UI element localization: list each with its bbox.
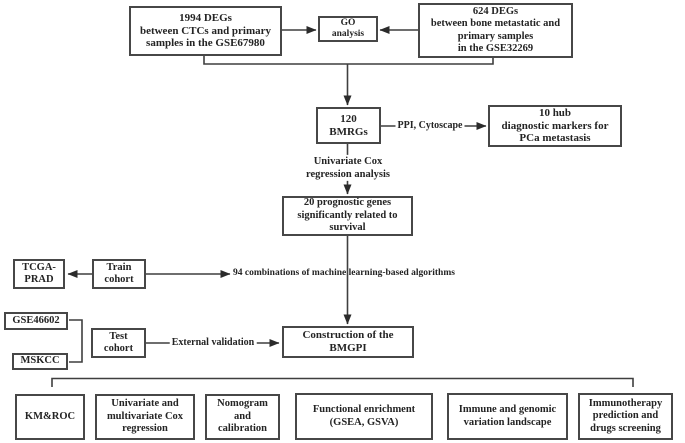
box-gse46602-text: GSE46602	[12, 314, 60, 326]
bracket-test-cohort	[69, 319, 83, 363]
box-prognostic-genes-text: 20 prognostic genes significantly relate…	[297, 197, 398, 234]
bracket-bottom-row	[51, 377, 634, 387]
box-functional-enrichment-text: Functional enrichment (GSEA, GSVA)	[312, 404, 416, 428]
box-immune-landscape: Immune and genomic variation landscape	[447, 393, 568, 440]
box-train-cohort-text: Train cohort	[104, 261, 134, 285]
box-go-analysis-text: GO analysis	[331, 17, 365, 39]
box-bmgpi-construction: Construction of the BMGPI	[282, 326, 414, 358]
label-ppi-cytoscape: PPI, Cytoscape	[395, 119, 465, 133]
box-functional-enrichment: Functional enrichment (GSEA, GSVA)	[295, 393, 433, 440]
box-test-cohort-text: Test cohort	[103, 330, 134, 354]
box-tcga-prad-text: TCGA- PRAD	[22, 261, 56, 285]
box-go-analysis: GO analysis	[318, 16, 378, 42]
box-hub-markers: 10 hub diagnostic markers for PCa metast…	[488, 105, 622, 147]
box-hub-markers-text: 10 hub diagnostic markers for PCa metast…	[501, 106, 609, 145]
box-km-roc: KM&ROC	[15, 394, 85, 440]
merge-connector-top	[203, 56, 494, 65]
label-ml-combinations: 94 combinations of machine learning-base…	[233, 268, 455, 279]
box-uni-multi-cox: Univariate and multivariate Cox regressi…	[95, 394, 195, 440]
box-nomogram: Nomogram and calibration	[205, 394, 280, 440]
box-bmrgs-text: 120 BMRGs	[329, 112, 368, 138]
label-univariate-cox: Univariate Cox regression analysis	[304, 154, 392, 182]
box-uni-multi-cox-text: Univariate and multivariate Cox regressi…	[106, 398, 184, 435]
label-external-validation: External validation	[169, 336, 257, 350]
box-mskcc-text: MSKCC	[20, 355, 60, 367]
box-nomogram-text: Nomogram and calibration	[217, 398, 268, 435]
box-test-cohort: Test cohort	[91, 328, 146, 358]
box-bmgpi-construction-text: Construction of the BMGPI	[302, 329, 394, 354]
box-immunotherapy-text: Immunotherapy prediction and drugs scree…	[588, 397, 663, 434]
box-km-roc-text: KM&ROC	[24, 410, 76, 422]
box-immunotherapy: Immunotherapy prediction and drugs scree…	[578, 393, 673, 440]
box-degs-bone: 624 DEGs between bone metastatic and pri…	[418, 3, 573, 58]
box-bmrgs: 120 BMRGs	[316, 107, 381, 144]
box-degs-ctcs-text: 1994 DEGs between CTCs and primary sampl…	[139, 11, 272, 50]
box-tcga-prad: TCGA- PRAD	[13, 259, 65, 289]
box-immune-landscape-text: Immune and genomic variation landscape	[458, 404, 557, 428]
box-degs-bone-text: 624 DEGs between bone metastatic and pri…	[430, 5, 561, 54]
box-degs-ctcs: 1994 DEGs between CTCs and primary sampl…	[129, 6, 282, 56]
box-mskcc: MSKCC	[12, 353, 68, 370]
box-gse46602: GSE46602	[4, 312, 68, 330]
box-train-cohort: Train cohort	[92, 259, 146, 289]
box-prognostic-genes: 20 prognostic genes significantly relate…	[282, 196, 413, 236]
